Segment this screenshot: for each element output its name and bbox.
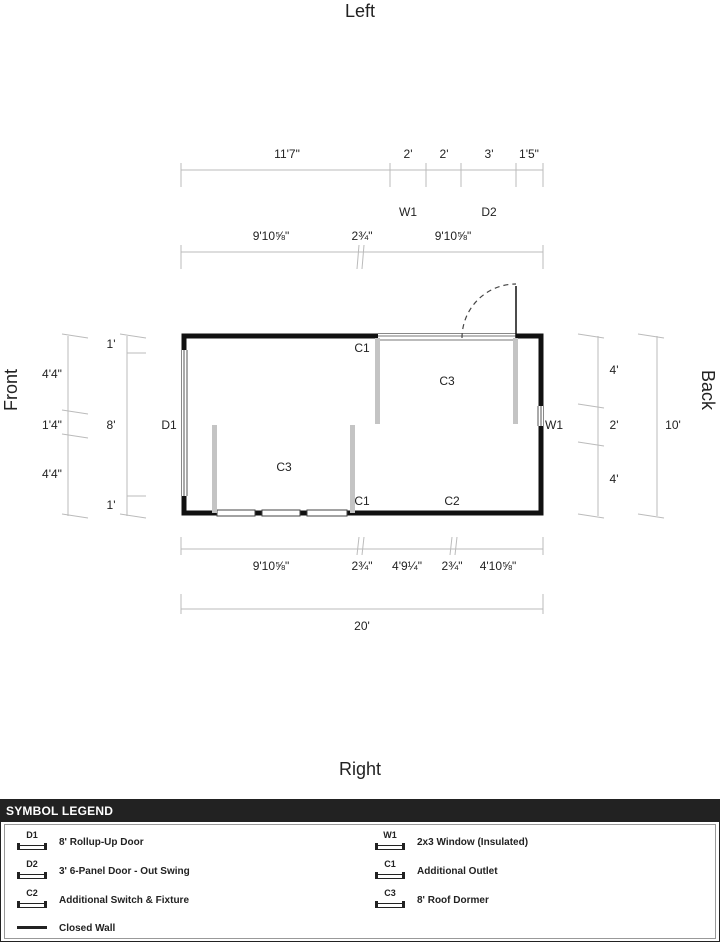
- top-dimension-row-2: 9'10⅝" 2¾" 9'10⅝": [180, 229, 544, 270]
- legend-item-label: Additional Switch & Fixture: [59, 894, 190, 906]
- bottom-dimension-total: 20': [180, 594, 544, 633]
- label-w1-top: W1: [399, 205, 417, 219]
- side-label-left: Left: [345, 1, 375, 21]
- legend-body: D1 8' Rollup-Up Door W1 2x3 Window (Insu…: [4, 824, 716, 939]
- dormer-bars: [212, 338, 518, 513]
- dim-label: 1'5": [519, 147, 539, 161]
- bottom-dimension-row-1: 9'10⅝" 2¾" 4'9¼" 2¾" 4'10⅝": [180, 536, 544, 573]
- dim-label: 20': [354, 619, 370, 633]
- dim-label: 1'4": [42, 418, 62, 432]
- dim-label: 2': [404, 147, 413, 161]
- dim-label: 4'4": [42, 467, 62, 481]
- window-door-symbol-icon: C1: [375, 859, 405, 883]
- legend-title: SYMBOL LEGEND: [1, 800, 719, 822]
- dim-label: 8': [107, 418, 116, 432]
- dim-label: 4': [610, 363, 619, 377]
- window-door-symbol-icon: D1: [17, 830, 47, 854]
- window-door-symbol-icon: D2: [17, 859, 47, 883]
- dim-label: 2': [440, 147, 449, 161]
- dim-label: 2¾": [442, 559, 463, 573]
- label-d1: D1: [161, 418, 177, 432]
- legend-item-label: 8' Rollup-Up Door: [59, 836, 144, 848]
- side-label-front: Front: [1, 369, 21, 411]
- label-c3-left: C3: [276, 460, 292, 474]
- dim-label: 4'9¼": [392, 559, 422, 573]
- window-door-symbol-icon: C3: [375, 888, 405, 912]
- label-c1-top: C1: [354, 341, 370, 355]
- label-d2-top: D2: [481, 205, 497, 219]
- dim-label: 1': [107, 498, 116, 512]
- dim-label: 9'10⅝": [435, 229, 472, 243]
- side-label-right: Right: [339, 759, 381, 779]
- legend-item-label: 2x3 Window (Insulated): [417, 836, 529, 848]
- side-label-back: Back: [698, 370, 718, 411]
- legend-item-label: Closed Wall: [59, 922, 116, 934]
- legend-item-d2: D2 3' 6-Panel Door - Out Swing: [17, 858, 190, 884]
- label-w1-right: W1: [545, 418, 563, 432]
- dim-label: 2¾": [352, 229, 373, 243]
- window-door-symbol-icon: W1: [375, 830, 405, 854]
- dim-label: 11'7": [274, 147, 300, 161]
- building-walls: [181, 333, 544, 517]
- legend-item-d1: D1 8' Rollup-Up Door: [17, 829, 144, 855]
- window-door-symbol-icon: C2: [17, 888, 47, 912]
- dim-label: 9'10⅝": [253, 559, 290, 573]
- dim-label: 10': [665, 418, 681, 432]
- legend-item-c3: C3 8' Roof Dormer: [375, 887, 489, 913]
- dim-label: 1': [107, 337, 116, 351]
- dim-label: 4'4": [42, 367, 62, 381]
- legend-item-label: 8' Roof Dormer: [417, 894, 489, 906]
- dim-label: 9'10⅝": [253, 229, 290, 243]
- dim-label: 4': [610, 472, 619, 486]
- label-c1-bottom: C1: [354, 494, 370, 508]
- legend-item-label: 3' 6-Panel Door - Out Swing: [59, 865, 190, 877]
- right-dimensions: 4' 2' 4' 10': [577, 333, 681, 519]
- floor-plan: Left Right Front Back 11'7" 2' 2' 3' 1'5…: [1, 1, 718, 779]
- top-dimension-row-1: 11'7" 2' 2' 3' 1'5": [180, 147, 544, 187]
- left-dimensions: 4'4" 1'4" 4'4" 1' 8' 1': [42, 333, 147, 519]
- dim-label: 4'10⅝": [480, 559, 517, 573]
- label-c2: C2: [444, 494, 460, 508]
- legend-item-label: Additional Outlet: [417, 865, 498, 877]
- label-c3-right: C3: [439, 374, 455, 388]
- dim-label: 3': [485, 147, 494, 161]
- legend-item-w1: W1 2x3 Window (Insulated): [375, 829, 528, 855]
- dim-label: 2': [610, 418, 619, 432]
- legend-item-c1: C1 Additional Outlet: [375, 858, 498, 884]
- closed-wall-symbol-icon: [17, 916, 47, 940]
- legend-item-closed-wall: Closed Wall: [17, 915, 115, 941]
- dim-label: 2¾": [352, 559, 373, 573]
- legend-item-c2: C2 Additional Switch & Fixture: [17, 887, 189, 913]
- door-swing-d2: [461, 283, 517, 339]
- symbol-legend: SYMBOL LEGEND D1 8' Rollup-Up Door W1 2x…: [0, 799, 720, 942]
